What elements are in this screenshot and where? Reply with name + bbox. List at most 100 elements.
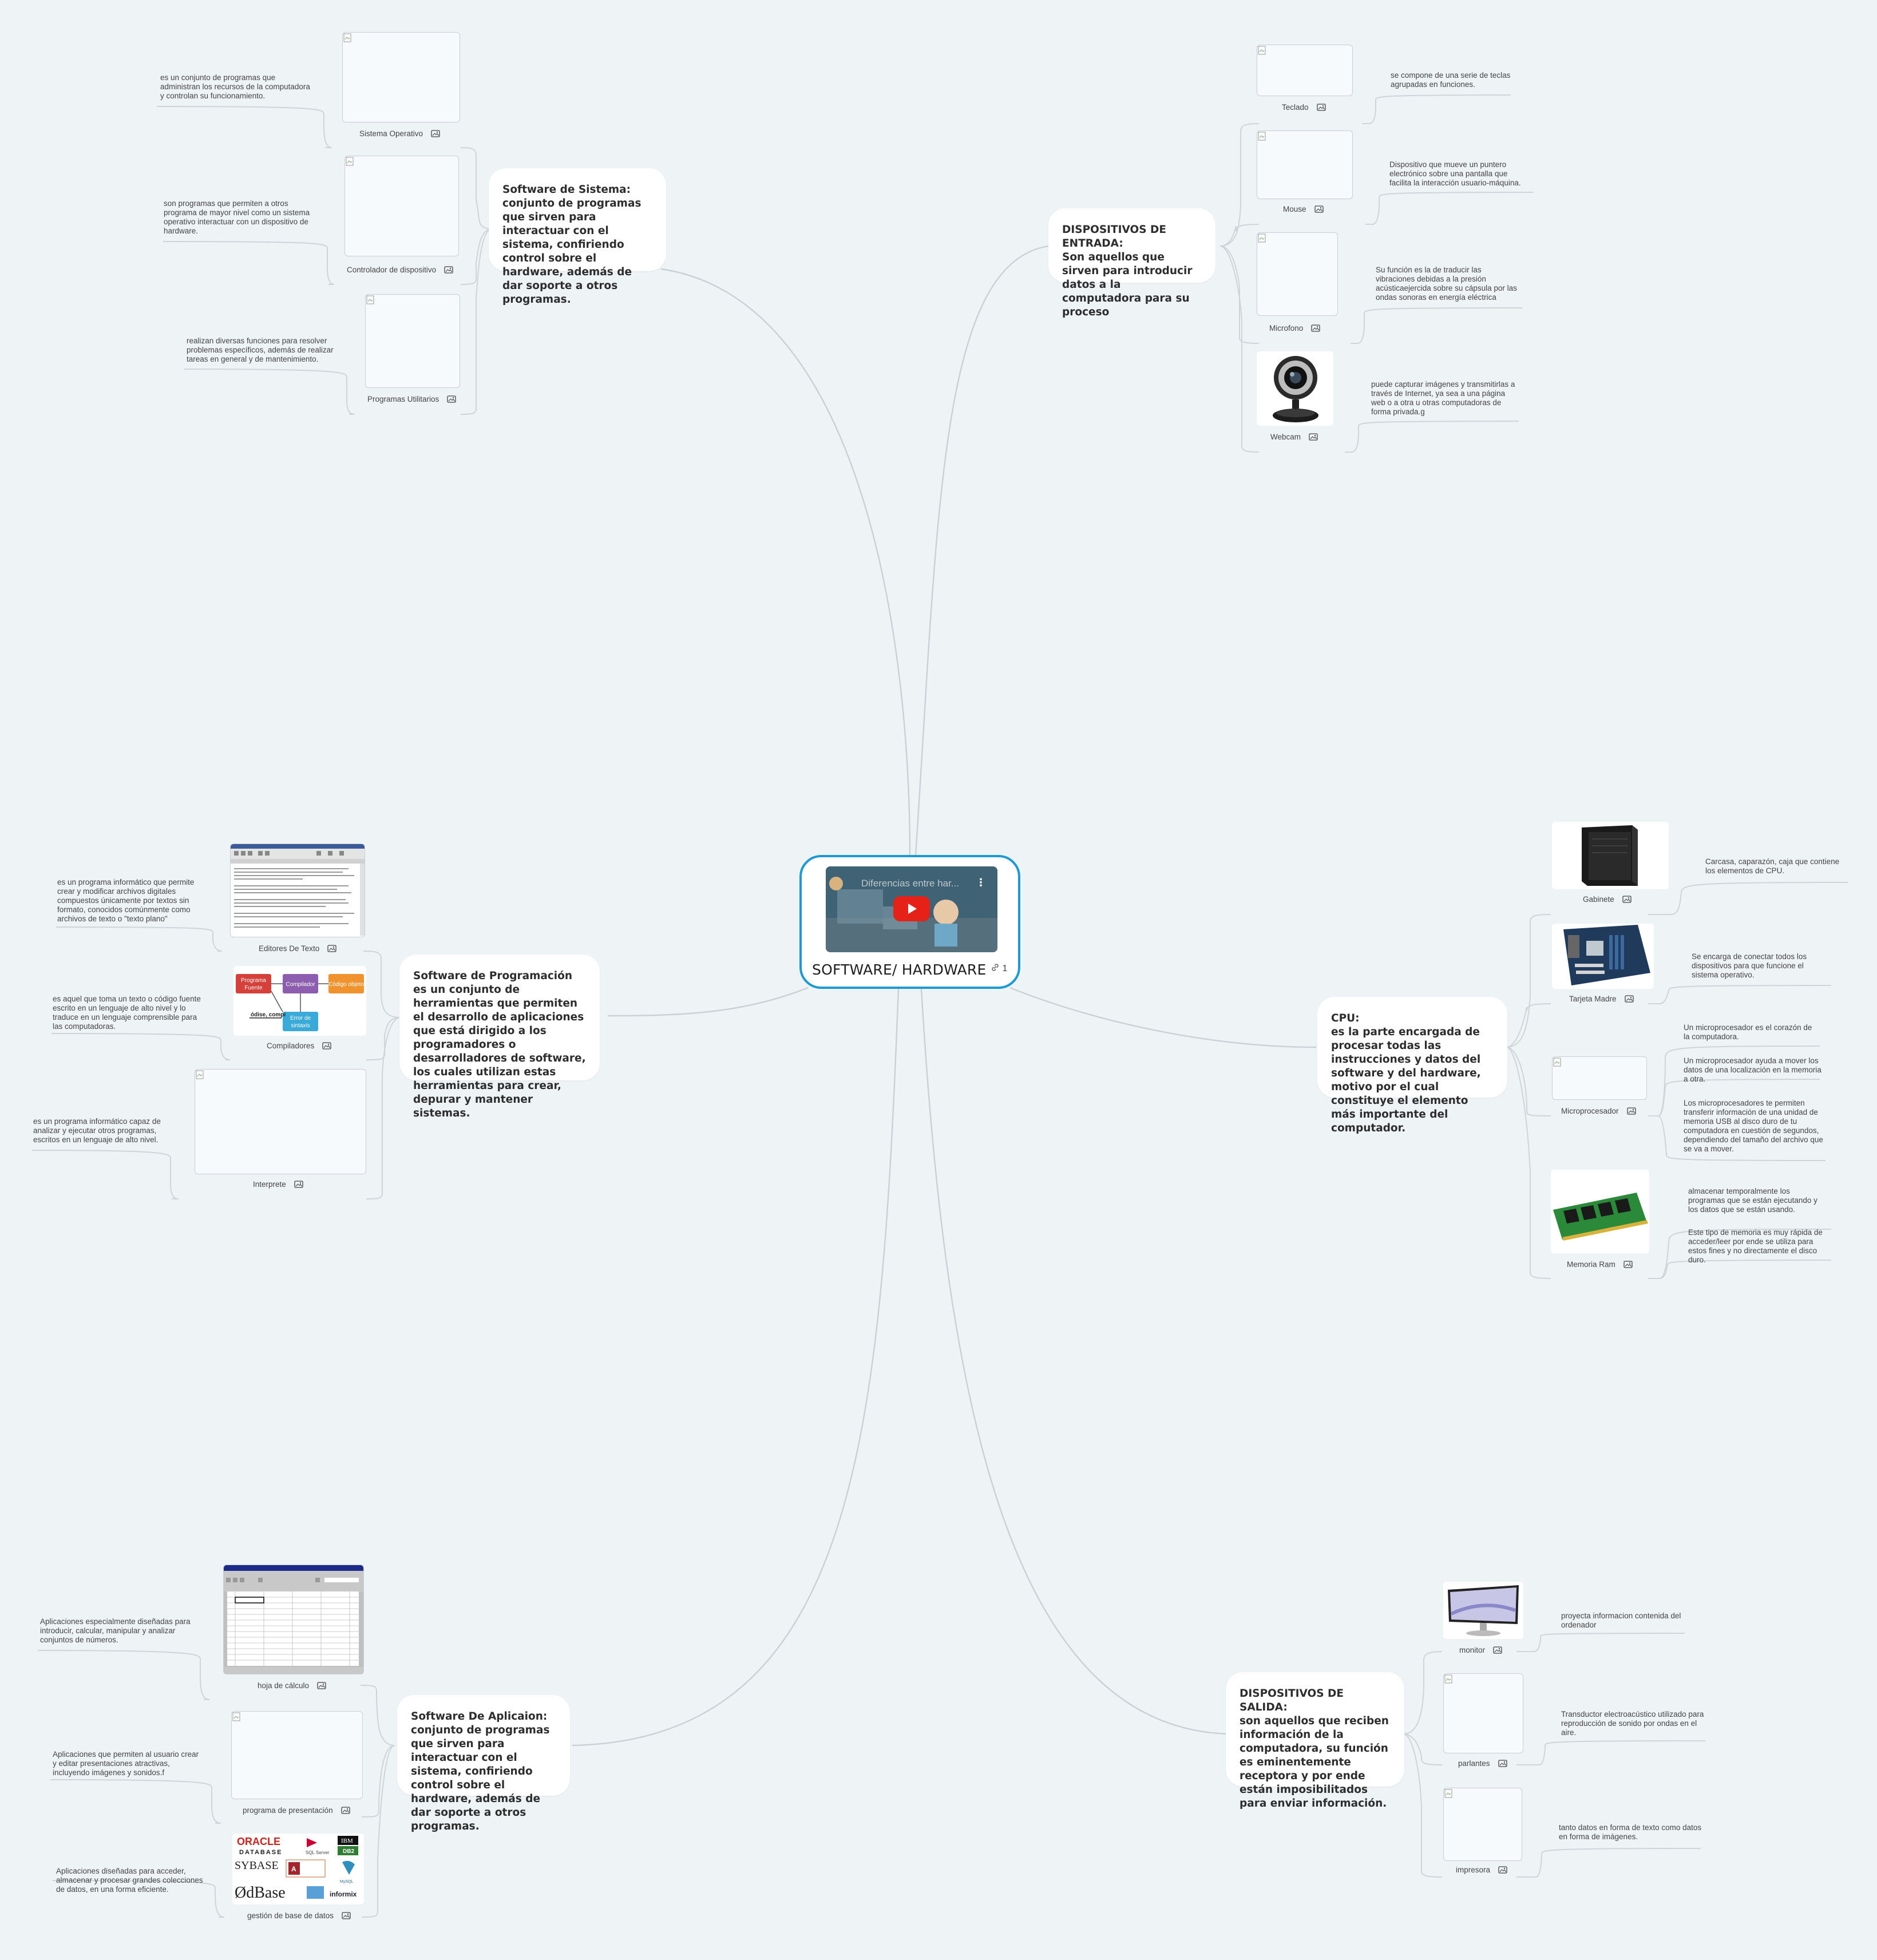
broken-image-icon (1444, 1789, 1452, 1798)
programas-utilitarios-image (365, 294, 460, 388)
editores-texto-label[interactable]: Editores De Texto (259, 944, 336, 953)
webcam-desc: puede capturar imágenes y transmitirlas … (1371, 380, 1515, 416)
microfono-desc: Su función es la de traducir las vibraci… (1376, 266, 1517, 302)
broken-image-icon (196, 1070, 204, 1079)
webcam-illustration (1273, 356, 1318, 422)
teclado-desc: se compone de una serie de teclas agrupa… (1391, 71, 1511, 89)
video-menu-icon[interactable]: ⋮ (976, 877, 986, 889)
image-icon[interactable] (1626, 1107, 1636, 1115)
controlador-text: Controlador de dispositivo (347, 266, 437, 274)
db-logo-sybase: SYBASE (235, 1859, 279, 1872)
sistema-operativo-image (342, 32, 460, 122)
monitor-desc: proyecta informacion contenida del orden… (1561, 1611, 1681, 1629)
broken-image-icon (1444, 1674, 1452, 1684)
controlador-desc: son programas que permiten a otros progr… (164, 199, 310, 235)
dispositivos-entrada-node[interactable]: DISPOSITIVOS DE ENTRADA: Son aquellos qu… (1048, 208, 1215, 318)
video-title: Diferencias entre har... (861, 878, 960, 889)
controlador-label[interactable]: Controlador de dispositivo (347, 266, 453, 274)
image-icon[interactable] (322, 1042, 331, 1050)
db-logo-informix: informix (330, 1890, 357, 1898)
presentacion-label[interactable]: programa de presentación (243, 1806, 350, 1815)
software-sistema-node[interactable]: Software de Sistema: conjunto de program… (489, 168, 666, 306)
sistema-operativo-label[interactable]: Sistema Operativo (359, 129, 440, 138)
image-icon[interactable] (1493, 1646, 1502, 1654)
editores-texto-text: Editores De Texto (259, 944, 320, 953)
presentacion-text: programa de presentación (243, 1806, 333, 1815)
mouse-desc: Dispositivo que mueve un puntero electró… (1389, 160, 1521, 187)
hoja-calculo-label[interactable]: hoja de cálculo (258, 1681, 326, 1690)
compiladores-text: Compiladores (267, 1042, 315, 1050)
image-icon[interactable] (431, 130, 440, 137)
interprete-desc: es un programa informático capaz de anal… (33, 1117, 161, 1144)
tarjeta-madre-label[interactable]: Tarjeta Madre (1569, 995, 1634, 1003)
image-icon[interactable] (1498, 1866, 1507, 1874)
link-badge[interactable]: 1 (991, 964, 1007, 974)
monitor-text: monitor (1459, 1646, 1486, 1654)
compiladores-label[interactable]: Compiladores (267, 1042, 331, 1050)
teclado-label[interactable]: Teclado (1282, 103, 1326, 112)
microprocesador-label[interactable]: Microprocesador (1561, 1107, 1636, 1115)
memoria-ram-desc-0: almacenar temporalmente los programas qu… (1688, 1187, 1817, 1214)
mouse-label[interactable]: Mouse (1283, 205, 1324, 213)
parlantes-image (1443, 1673, 1523, 1753)
image-icon[interactable] (1309, 433, 1318, 441)
image-icon[interactable] (342, 1912, 351, 1919)
parlantes-text: parlantes (1458, 1759, 1490, 1768)
central-topic[interactable]: Diferencias entre har... ⋮ SOFTWARE/ HAR… (799, 855, 1020, 989)
memoria-ram-label[interactable]: Memoria Ram (1567, 1260, 1633, 1269)
compiler-diagram-source-text-2: Fuente (244, 985, 263, 991)
image-icon[interactable] (1624, 995, 1634, 1003)
broken-image-icon (343, 33, 351, 42)
memoria-ram-image (1551, 1170, 1649, 1253)
broken-image-icon (366, 295, 374, 304)
monitor-illustration (1448, 1585, 1519, 1636)
cpu-node[interactable]: CPU: es la parte encargada de procesar t… (1317, 997, 1507, 1134)
sistema-operativo-desc: es un conjunto de programas que administ… (160, 73, 310, 100)
broken-image-icon (1258, 132, 1266, 141)
editores-texto-image (230, 844, 365, 937)
compiler-diagram-compiler-text: Compilador (286, 981, 315, 988)
tarjeta-madre-image (1552, 924, 1654, 989)
microprocesador-text: Microprocesador (1561, 1107, 1619, 1115)
db-logo-oracle: ORACLE (237, 1836, 280, 1847)
pc-case-illustration (1582, 825, 1638, 886)
image-icon[interactable] (1498, 1760, 1507, 1767)
youtube-play-icon[interactable] (893, 896, 930, 921)
dispositivos-salida-node[interactable]: DISPOSITIVOS DE SALIDA: son aquellos que… (1226, 1672, 1404, 1809)
image-icon[interactable] (340, 1807, 350, 1814)
software-programacion-node[interactable]: Software de Programación es un conjunto … (399, 955, 600, 1119)
microfono-label[interactable]: Microfono (1269, 324, 1320, 332)
base-datos-label[interactable]: gestión de base de datos (247, 1911, 351, 1920)
broken-image-icon (1258, 233, 1266, 243)
image-icon[interactable] (1623, 1261, 1633, 1268)
image-icon[interactable] (327, 945, 336, 952)
image-icon[interactable] (1314, 205, 1324, 213)
parlantes-label[interactable]: parlantes (1458, 1759, 1507, 1768)
base-datos-desc: Aplicaciones diseñadas para acceder, alm… (56, 1867, 203, 1894)
image-icon[interactable] (317, 1682, 326, 1689)
microprocesador-image (1552, 1056, 1647, 1100)
image-icon[interactable] (1311, 324, 1320, 332)
link-icon (992, 964, 999, 971)
monitor-label[interactable]: monitor (1459, 1646, 1502, 1654)
teclado-image (1257, 45, 1353, 96)
microprocesador-desc-1: Un microprocesador ayuda a mover los dat… (1684, 1056, 1821, 1083)
impresora-label[interactable]: impresora (1456, 1866, 1507, 1874)
image-icon[interactable] (447, 395, 456, 403)
spreadsheet-screenshot (224, 1565, 363, 1674)
video-thumbnail[interactable]: Diferencias entre har... ⋮ (826, 866, 997, 952)
image-icon[interactable] (1316, 104, 1326, 111)
image-icon[interactable] (294, 1181, 303, 1188)
gabinete-label[interactable]: Gabinete (1583, 895, 1632, 904)
gabinete-desc-0: Carcasa, caparazón, caja que contiene lo… (1705, 857, 1840, 875)
compiler-diagram-errors-text: Error de (290, 1015, 311, 1021)
motherboard-illustration (1563, 925, 1650, 985)
compiler-diagram-partial-text: ódise, compi (251, 1012, 286, 1018)
image-icon[interactable] (1622, 896, 1632, 903)
db-logo-sqlserver: SQL Server (306, 1850, 330, 1855)
software-aplicacion-node[interactable]: Software De Aplicaion: conjunto de progr… (397, 1695, 570, 1832)
webcam-label[interactable]: Webcam (1270, 433, 1318, 441)
interprete-label[interactable]: Interprete (253, 1180, 303, 1189)
image-icon[interactable] (444, 266, 453, 274)
programas-utilitarios-label[interactable]: Programas Utilitarios (367, 395, 456, 403)
